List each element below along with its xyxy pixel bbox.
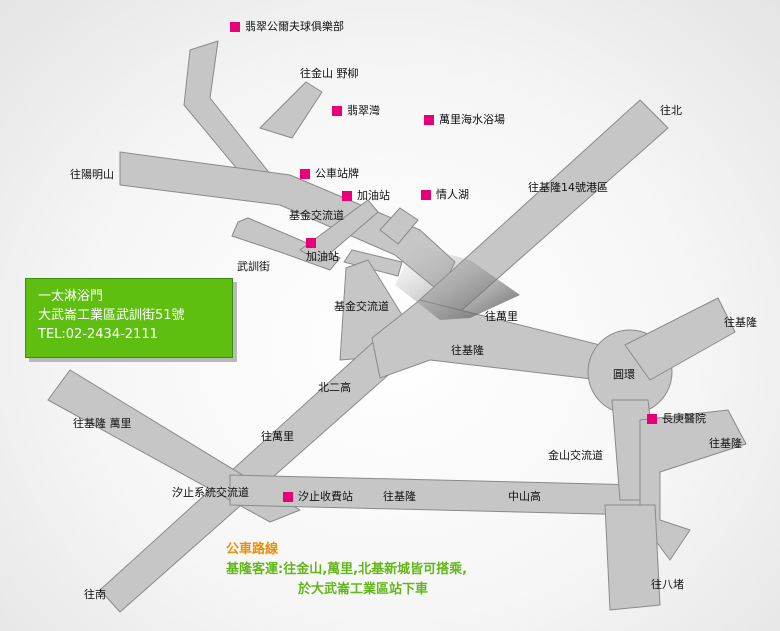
label-to-wanli-2: 往萬里 — [261, 430, 294, 443]
road-northeast-keelung — [624, 297, 736, 381]
label-to-yangmingshan: 往陽明山 — [70, 168, 114, 181]
label-to-keelung-wanli: 往基隆 萬里 — [73, 417, 132, 430]
bus-info: 公車路線 基隆客運:往金山,萬里,北基新城皆可搭乘, 於大武崙工業區站下車 — [226, 540, 467, 600]
poi-xizhi-toll: 汐止收費站 — [283, 490, 353, 503]
road-ramp-2 — [379, 207, 419, 245]
magenta-marker-icon — [230, 21, 240, 32]
road-ramp-1 — [299, 199, 379, 263]
magenta-marker-icon — [342, 190, 352, 201]
poi-wanli-beach: 萬里海水浴場 — [424, 113, 505, 126]
poi-label: 情人湖 — [436, 188, 469, 201]
label-to-keelung-far-right: 往基隆 — [709, 437, 742, 450]
label-north-2nd-highway: 北二高 — [318, 381, 351, 394]
label-jijin-interchange-2: 基金交流道 — [334, 300, 389, 313]
label-to-keelung-2: 往基隆 — [383, 490, 416, 503]
label-jinshan-interchange: 金山交流道 — [548, 449, 603, 462]
poi-feicui-bay: 翡翠灣 — [332, 104, 380, 117]
label-xizhi-interchange: 汐止系統交流道 — [172, 486, 249, 499]
bus-info-line-1: 基隆客運:往金山,萬里,北基新城皆可搭乘, — [226, 562, 468, 577]
label-to-keelung-14-harbor: 往基隆14號港區 — [528, 181, 608, 194]
poi-label: 公車站牌 — [315, 167, 359, 180]
poi-changgeng-hospital: 長庚醫院 — [647, 412, 706, 425]
road-north-jinshan — [259, 81, 323, 139]
company-phone: TEL:02-2434-2111 — [38, 327, 158, 342]
poi-lovers-lake: 情人湖 — [421, 188, 469, 201]
magenta-marker-icon — [424, 114, 434, 125]
company-info-box: 一太淋浴門 大武崙工業區武訓街51號 TEL:02-2434-2111 — [25, 278, 233, 358]
magenta-marker-icon — [421, 189, 431, 200]
label-to-badu: 往八堵 — [651, 578, 684, 591]
magenta-marker-icon — [300, 168, 310, 179]
label-to-wanli-1: 往萬里 — [485, 310, 518, 323]
poi-label: 加油站 — [357, 189, 390, 202]
magenta-marker-icon — [306, 238, 316, 248]
road-south-badu — [604, 504, 661, 611]
poi-gas-station-1: 加油站 — [342, 189, 390, 202]
poi-label: 萬里海水浴場 — [439, 113, 505, 126]
bus-info-line-2: 於大武崙工業區站下車 — [298, 582, 429, 597]
magenta-marker-icon — [283, 491, 293, 502]
label-wuxun-street: 武訓街 — [237, 260, 270, 273]
poi-label: 翡翠灣 — [347, 104, 380, 117]
bus-info-title: 公車路線 — [226, 542, 279, 557]
company-name: 一太淋浴門 — [38, 289, 104, 304]
label-to-jinshan-yeliu: 往金山 野柳 — [300, 67, 359, 80]
road-ramp-3 — [343, 249, 403, 277]
poi-label: 加油站 — [306, 250, 339, 263]
label-jijin-interchange-1: 基金交流道 — [289, 209, 344, 222]
label-to-keelung-1: 往基隆 — [451, 344, 484, 357]
magenta-marker-icon — [647, 413, 657, 424]
label-zhongshan-highway: 中山高 — [508, 490, 541, 503]
label-to-keelung-right: 往基隆 — [724, 316, 757, 329]
label-to-south: 往南 — [84, 588, 106, 601]
poi-bus-stop: 公車站牌 — [300, 167, 359, 180]
poi-golf-club: 翡翠公爾夫球俱樂部 — [230, 20, 344, 33]
company-address: 大武崙工業區武訓街51號 — [38, 308, 185, 323]
poi-label: 汐止收費站 — [298, 490, 353, 503]
magenta-marker-icon — [332, 105, 342, 116]
poi-label: 翡翠公爾夫球俱樂部 — [245, 20, 344, 33]
label-to-north: 往北 — [660, 104, 682, 117]
label-roundabout: 圓環 — [613, 368, 635, 381]
overpass-shadow — [395, 245, 520, 320]
poi-label: 長庚醫院 — [662, 412, 706, 425]
poi-gas-station-2: 加油站 — [306, 238, 339, 263]
